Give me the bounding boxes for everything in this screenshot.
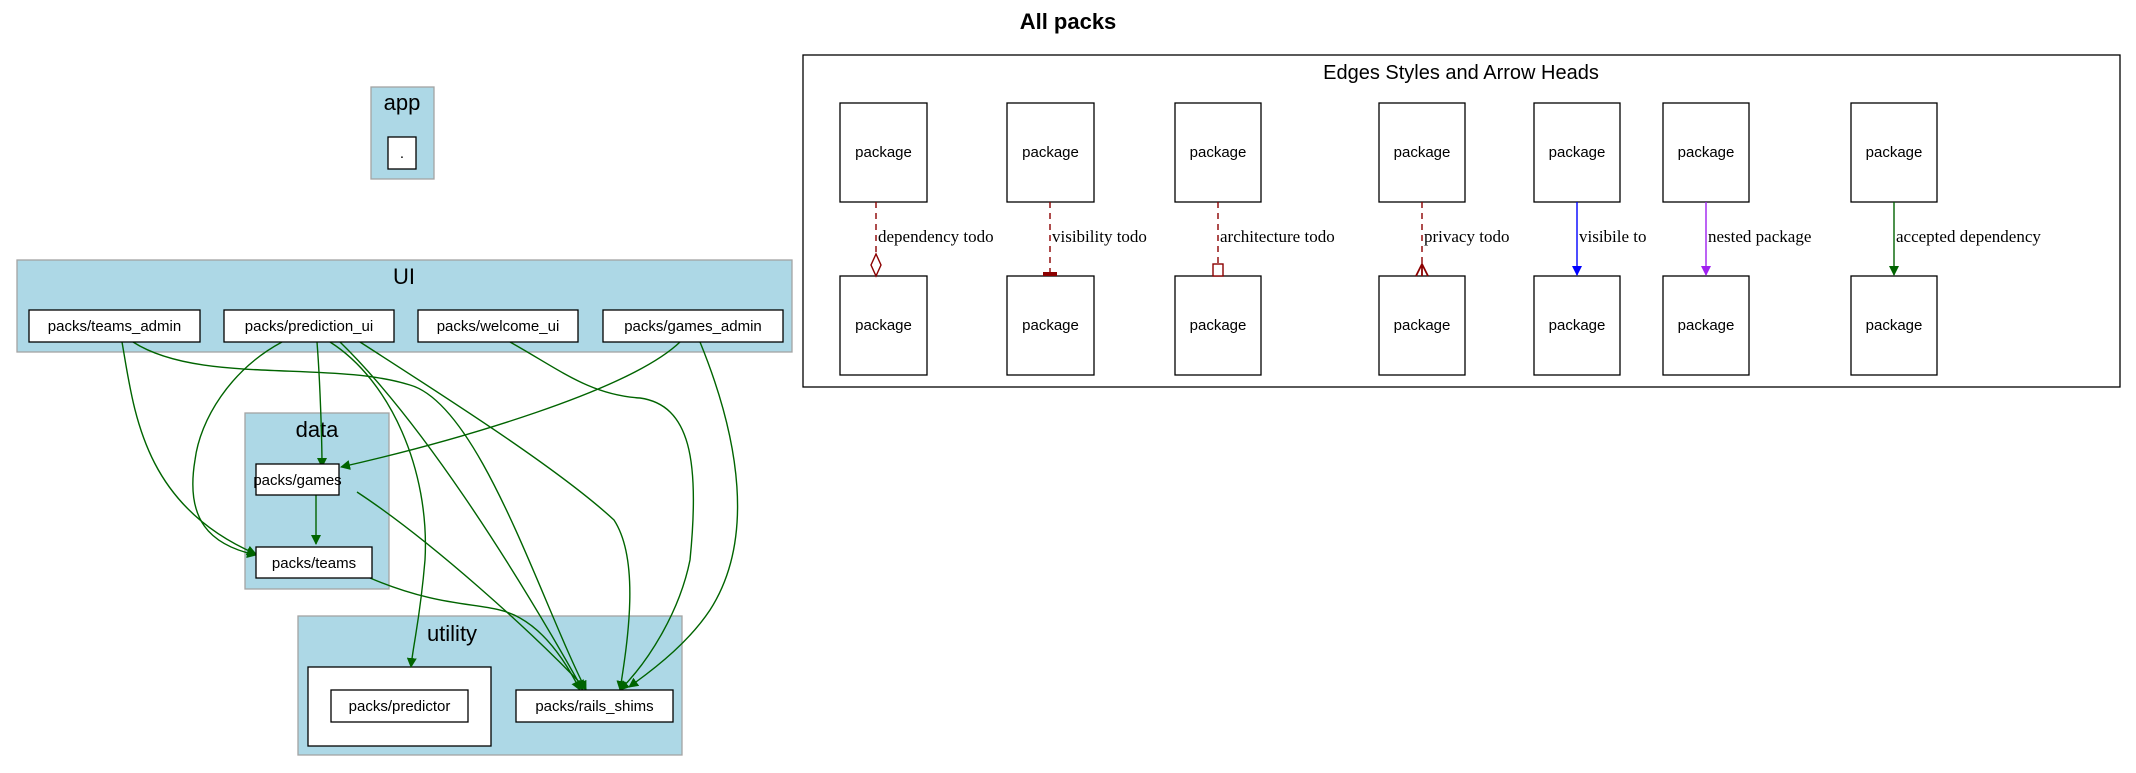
legend-target-package-label: package xyxy=(1678,317,1735,334)
legend-item-dependency-todo: package package dependency todo xyxy=(839,102,994,376)
legend-target-package-label: package xyxy=(1394,317,1451,334)
package-label-games: packs/games xyxy=(253,472,341,489)
package-node-games[interactable]: packs/games xyxy=(253,463,342,496)
package-node-games-admin[interactable]: packs/games_admin xyxy=(602,309,784,343)
legend-item-privacy-todo: package package privacy todo xyxy=(1378,102,1509,376)
crow-arrowhead-icon xyxy=(1415,261,1429,277)
legend-source-package-label: package xyxy=(1549,144,1606,161)
obox-arrowhead-icon xyxy=(1212,263,1224,277)
legend-accepted-dependency-label: accepted dependency xyxy=(1896,227,2041,246)
legend-item-accepted-dependency: package package accepted dependency xyxy=(1850,102,2041,376)
legend-architecture-todo-label: architecture todo xyxy=(1220,227,1335,246)
edge-prediction-ui-to-games xyxy=(316,341,327,468)
legend-source-package-label: package xyxy=(1678,144,1735,161)
tee-arrowhead-icon xyxy=(1043,272,1057,276)
legend-target-package-label: package xyxy=(1190,317,1247,334)
package-node-rails-shims[interactable]: packs/rails_shims xyxy=(515,689,674,723)
legend-target-package-label: package xyxy=(855,317,912,334)
package-node-teams[interactable]: packs/teams xyxy=(255,546,373,579)
package-node-root[interactable]: . xyxy=(387,136,417,170)
odiamond-arrowhead-icon xyxy=(870,252,882,278)
legend-source-package-label: package xyxy=(1022,144,1079,161)
legend-item-nested-package: package package nested package xyxy=(1662,102,1811,376)
legend-source-package-label: package xyxy=(855,144,912,161)
package-node-prediction-ui[interactable]: packs/prediction_ui xyxy=(223,309,395,343)
package-node-welcome-ui[interactable]: packs/welcome_ui xyxy=(417,309,579,343)
cluster-data-label: data xyxy=(296,417,340,442)
edge-prediction-ui-to-teams xyxy=(192,341,283,558)
edge-teams-to-rails-shims xyxy=(369,577,581,691)
cluster-ui-label: UI xyxy=(393,264,415,289)
cluster-utility-label: utility xyxy=(427,621,477,646)
legend-dependency-todo-label: dependency todo xyxy=(878,227,994,246)
cluster-app-label: app xyxy=(384,90,421,115)
edge-games-admin-to-games xyxy=(340,341,681,470)
package-label-predictor: packs/predictor xyxy=(349,698,451,715)
legend-target-package-label: package xyxy=(1549,317,1606,334)
edge-prediction-ui-to-rails-shims-alt xyxy=(359,341,631,691)
legend-panel: Edges Styles and Arrow Heads package pac… xyxy=(802,54,2121,388)
legend-source-package-label: package xyxy=(1866,144,1923,161)
legend-item-visibility-todo: package package visibility todo xyxy=(1006,102,1147,376)
edge-teams-admin-to-teams xyxy=(121,341,257,556)
package-label-games-admin: packs/games_admin xyxy=(624,318,762,335)
legend-title: Edges Styles and Arrow Heads xyxy=(1323,62,1599,84)
package-label-teams-admin: packs/teams_admin xyxy=(48,318,181,335)
edge-welcome-ui-to-rails-shims xyxy=(509,341,695,691)
legend-source-package-label: package xyxy=(1394,144,1451,161)
legend-nested-package-label: nested package xyxy=(1708,227,1811,246)
legend-target-package-label: package xyxy=(1022,317,1079,334)
package-label-welcome-ui: packs/welcome_ui xyxy=(437,318,560,335)
package-node-predictor[interactable]: packs/predictor xyxy=(330,689,469,723)
package-label-teams: packs/teams xyxy=(272,555,356,572)
package-node-teams-admin[interactable]: packs/teams_admin xyxy=(28,309,201,343)
legend-visibility-todo-label: visibility todo xyxy=(1052,227,1147,246)
legend-item-visibile-to: package package visibile to xyxy=(1533,102,1647,376)
graph-title: All packs xyxy=(1020,9,1117,34)
legend-source-package-label: package xyxy=(1190,144,1247,161)
legend-visibile-to-label: visibile to xyxy=(1579,227,1647,246)
legend-target-package-label: package xyxy=(1866,317,1923,334)
dependency-edges xyxy=(121,341,739,691)
edge-teams-admin-to-rails-shims xyxy=(132,341,587,691)
edge-games-admin-to-rails-shims xyxy=(628,341,739,688)
legend-item-architecture-todo: package package architecture todo xyxy=(1174,102,1335,376)
package-label-prediction-ui: packs/prediction_ui xyxy=(245,318,373,335)
legend-privacy-todo-label: privacy todo xyxy=(1424,227,1509,246)
edge-prediction-ui-to-predictor xyxy=(329,341,427,668)
package-label-root: . xyxy=(400,145,404,162)
edge-prediction-ui-to-rails-shims xyxy=(339,341,584,691)
package-label-rails-shims: packs/rails_shims xyxy=(535,698,653,715)
edge-games-to-rails-shims xyxy=(356,491,587,690)
